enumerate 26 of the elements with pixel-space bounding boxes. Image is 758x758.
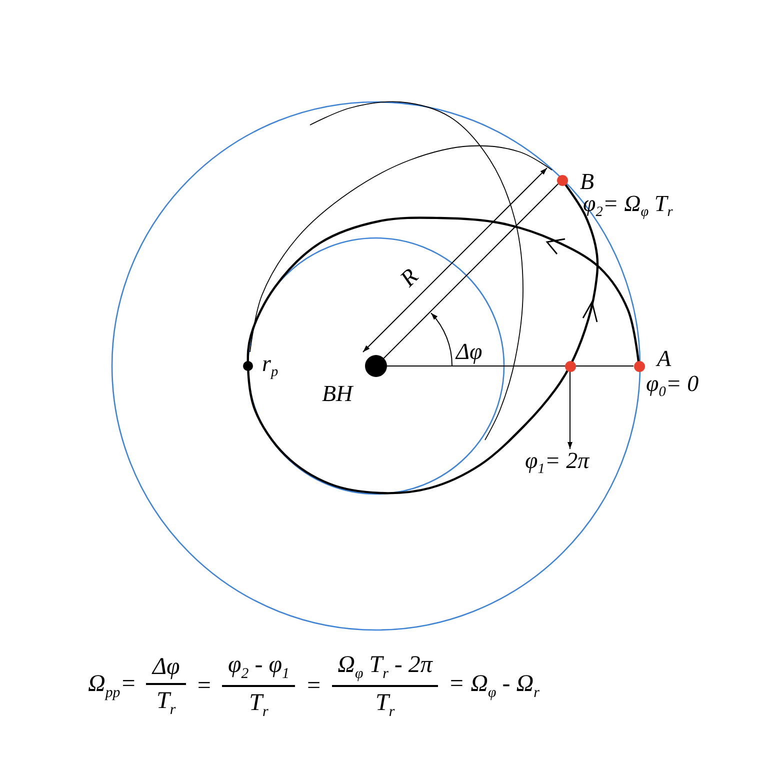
point-dot — [564, 360, 576, 372]
denominator: T$_{r}$ — [374, 690, 396, 720]
arrow — [568, 371, 572, 450]
formula-text: = — [194, 672, 214, 700]
point-label: A — [657, 347, 672, 370]
point-dot — [365, 355, 387, 377]
point-label: r$_{p}$ — [262, 352, 278, 380]
numerator: Ω$_{φ}$ T$_{r}$ - 2π — [336, 652, 434, 682]
point-label: φ$_{2}$= Ω$_{φ}$ T$_{r}$ — [583, 192, 673, 220]
point-dot — [243, 361, 253, 371]
denominator: T$_{r}$ — [248, 690, 270, 720]
angle-label: Δφ — [456, 340, 482, 363]
point-label: φ$_{0}$= 0 — [646, 372, 699, 400]
formula-text: = — [304, 672, 323, 700]
point-dot — [556, 174, 568, 186]
denominator: T$_{r}$ — [156, 688, 177, 718]
radius-label: R — [396, 264, 422, 291]
point-label: B — [580, 170, 594, 193]
numerator: Δφ — [150, 654, 181, 680]
radius-line — [383, 183, 559, 359]
formula-text: Ω$_{pp}$= — [87, 670, 138, 702]
formula-text: = Ω$_{φ}$ - Ω$_{r}$ — [447, 670, 540, 702]
angle-label: φ$_{1}$= 2π — [525, 449, 590, 476]
point-label: BH — [322, 382, 353, 405]
numerator: φ$_{2}$ - φ$_{1}$ — [227, 652, 290, 682]
point-dot — [634, 360, 644, 372]
